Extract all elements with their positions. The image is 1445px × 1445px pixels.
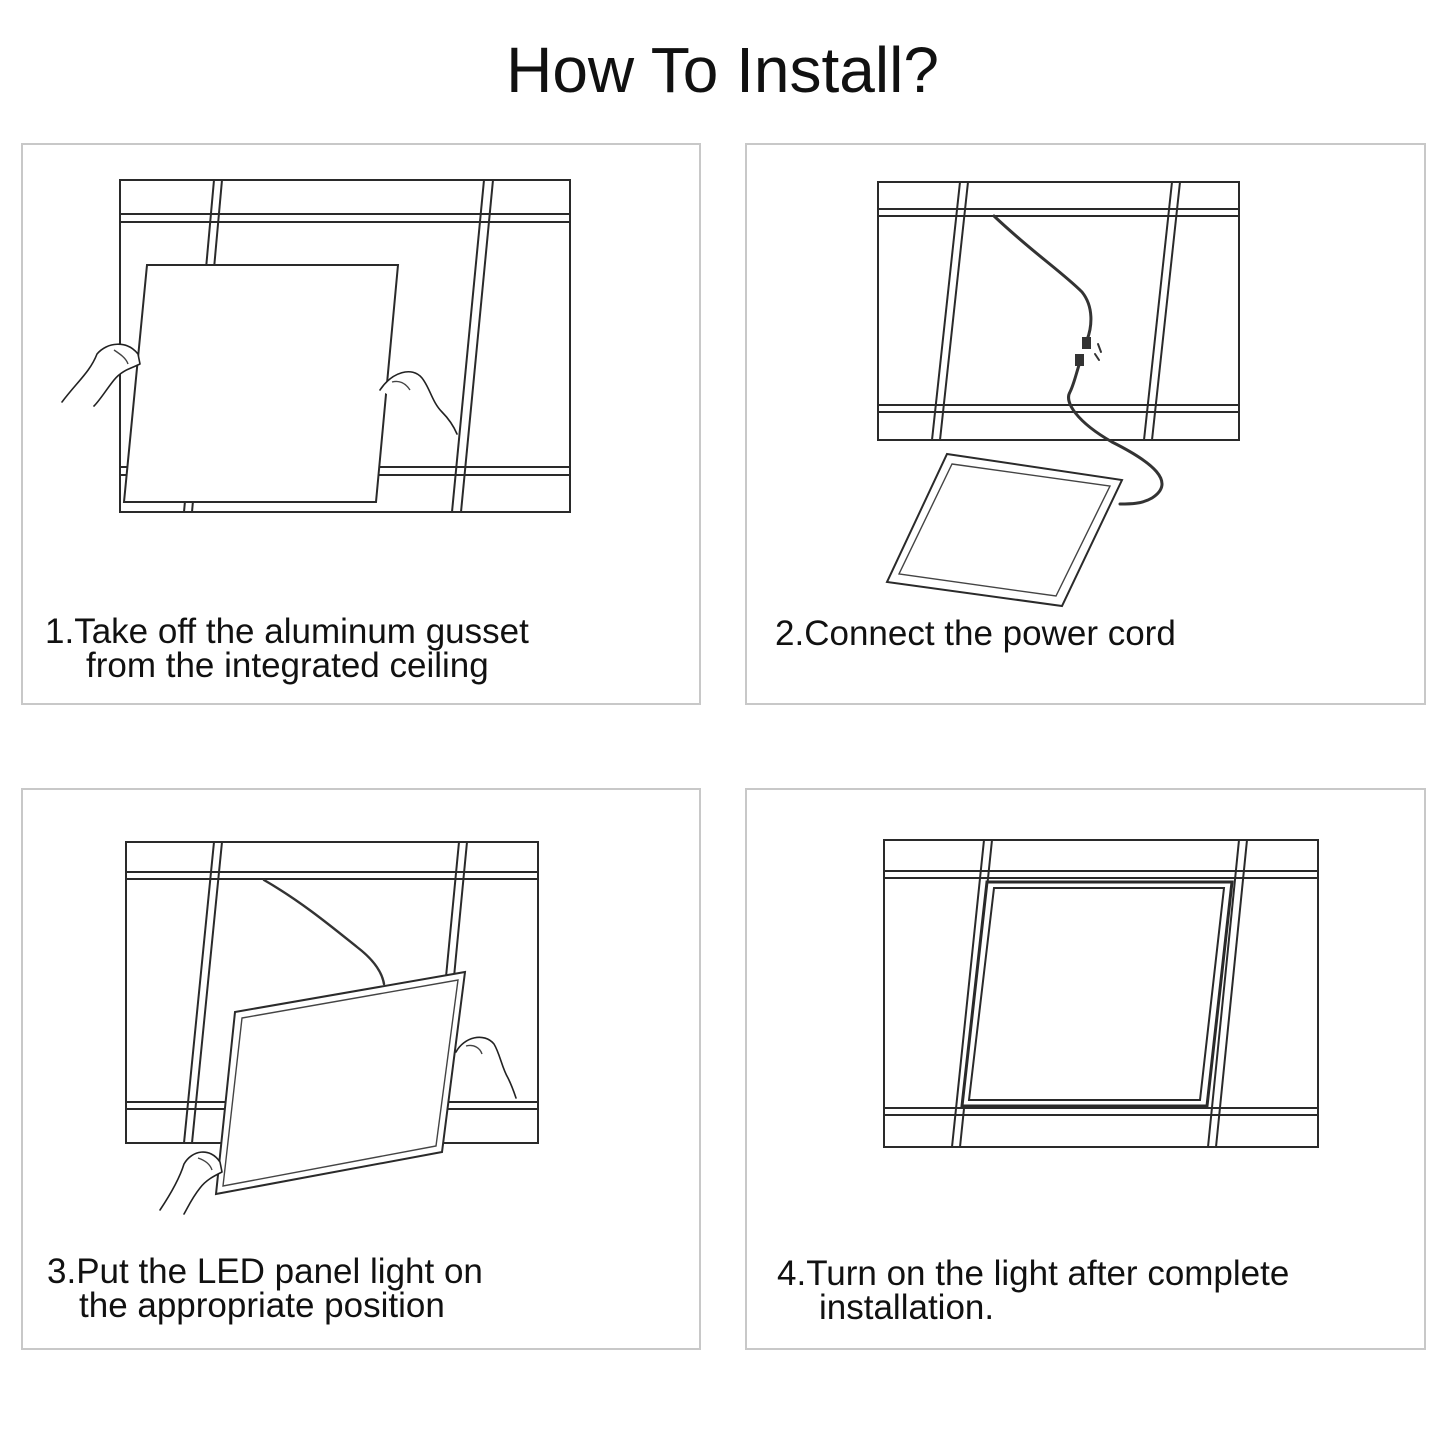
- step-text-line-2: the appropriate position: [79, 1286, 445, 1325]
- step-text-line-2: installation.: [819, 1288, 995, 1327]
- step-1-illustration: [61, 179, 571, 513]
- step-caption-3: 3.Put the LED panel light on the appropr…: [47, 1252, 483, 1325]
- step-card-1: 1.Take off the aluminum gusset from the …: [21, 143, 701, 705]
- step-2-illustration: [877, 181, 1240, 608]
- step-caption-1: 1.Take off the aluminum gusset from the …: [45, 612, 529, 685]
- step-number: 1.: [45, 612, 75, 651]
- step-caption-2: 2.Connect the power cord: [775, 614, 1176, 653]
- step-caption-4: 4.Turn on the light after complete insta…: [777, 1254, 1290, 1327]
- page-title: How To Install?: [506, 34, 939, 106]
- step-text-line-1: Take off the aluminum gusset: [74, 612, 529, 651]
- step-card-4: 4.Turn on the light after complete insta…: [745, 788, 1426, 1350]
- step-number: 3.: [47, 1252, 77, 1291]
- step-text-line-2: from the integrated ceiling: [86, 646, 489, 685]
- step-number: 2.: [775, 614, 805, 653]
- step-4-illustration: [883, 839, 1319, 1148]
- step-3-illustration: [125, 841, 539, 1215]
- step-card-3: 3.Put the LED panel light on the appropr…: [21, 788, 701, 1350]
- step-text-line-1: Put the LED panel light on: [76, 1252, 483, 1291]
- step-text-line-1: Turn on the light after complete: [806, 1254, 1290, 1293]
- step-text-line-1: Connect the power cord: [804, 614, 1176, 653]
- step-number: 4.: [777, 1254, 807, 1293]
- step-card-2: 2.Connect the power cord: [745, 143, 1426, 705]
